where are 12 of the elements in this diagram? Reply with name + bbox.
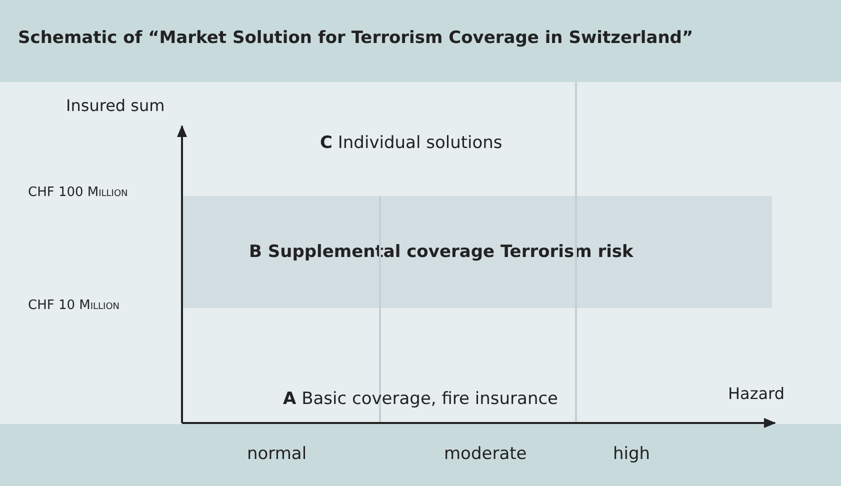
tick-label: CHF 100 Million [28,185,128,200]
coverage-band [183,196,772,308]
band-label: B Supplemental coverage Terrorism risk [249,242,634,262]
diagram-title: Schematic of “Market Solution for Terrorism Coverage in Switzerland” [18,28,694,48]
axis-title: Hazard [728,384,784,403]
axis-title: Insured sum [66,96,165,115]
region-label: C Individual solutions [320,133,502,153]
region-label: A Basic coverage, fire insurance [283,389,558,409]
tick-label: moderate [444,444,527,464]
tick-label: high [613,444,650,464]
tick-label: CHF 10 Million [28,298,120,313]
tick-label: normal [247,444,307,464]
